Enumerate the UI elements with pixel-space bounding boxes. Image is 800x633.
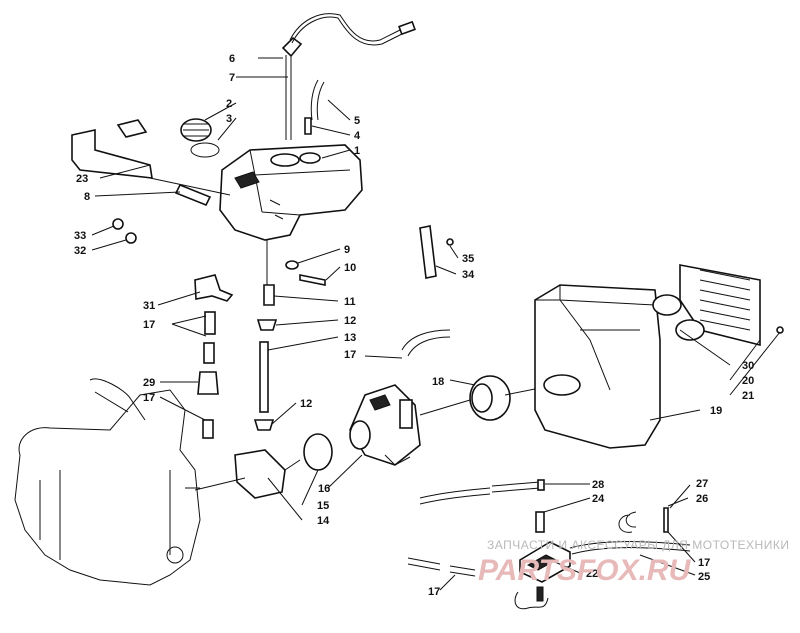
callout-5: 5	[354, 115, 360, 127]
banjo-fitting	[263, 284, 275, 306]
hose-clamp	[304, 117, 312, 135]
fuel-line	[407, 557, 441, 571]
watermark: ЗАПЧАСТИ И АКСЕССУАРЫ ДЛЯ МОТОТЕХНИКИ PA…	[478, 538, 789, 587]
bolt	[174, 183, 212, 207]
callout-19: 19	[710, 405, 722, 417]
callout-4: 4	[354, 130, 361, 142]
callout-2: 2	[226, 98, 232, 110]
oil-tank	[219, 144, 363, 241]
air-silencer	[534, 284, 661, 449]
callout-8: 8	[84, 191, 90, 203]
tank-strap	[419, 225, 437, 279]
callout-25: 25	[698, 571, 710, 583]
watermark-logo: PARTSFOX.RU	[478, 554, 692, 587]
screw-washer	[285, 260, 299, 270]
callout-7: 7	[229, 72, 235, 84]
hose-fitting	[537, 479, 545, 491]
callout-3: 3	[226, 113, 232, 125]
nut	[112, 218, 124, 230]
fuel-hose-segment	[204, 311, 216, 335]
strap-screw	[446, 238, 454, 246]
filler-cap	[180, 118, 220, 158]
fuel-hose-segment	[203, 342, 215, 364]
leader-lines	[91, 57, 781, 591]
mounting-bracket	[71, 119, 231, 196]
callout-34: 34	[462, 269, 475, 281]
callout-15: 15	[317, 500, 329, 512]
intake-tubes	[652, 264, 784, 347]
carburetor	[349, 384, 421, 466]
callout-26: 26	[696, 493, 708, 505]
callout-23: 23	[76, 173, 88, 185]
callout-17: 17	[344, 349, 356, 361]
oil-line	[259, 341, 269, 413]
clamp	[256, 319, 278, 331]
tee-fitting	[194, 274, 234, 302]
callout-17: 17	[428, 586, 440, 598]
intake-flange	[234, 449, 286, 499]
callout-17: 17	[143, 392, 155, 404]
callout-11: 11	[344, 296, 356, 308]
callout-33: 33	[74, 230, 86, 242]
callout-12: 12	[300, 398, 312, 410]
callout-35: 35	[462, 253, 474, 265]
callout-labels: 6 7 2 3 5 4 1 23 8 33 32 9 10 35 34 31 1…	[74, 53, 754, 598]
callout-10: 10	[344, 262, 356, 274]
screw	[299, 274, 326, 286]
callout-17: 17	[698, 557, 710, 569]
callout-18: 18	[432, 376, 444, 388]
washer	[125, 232, 137, 244]
vent-hose	[310, 79, 325, 121]
fuel-filter	[197, 371, 219, 395]
callout-1: 1	[354, 145, 360, 157]
engine-outline	[14, 378, 201, 586]
vent-hose	[401, 329, 451, 357]
air-intake-boot	[469, 375, 511, 421]
clamp	[253, 419, 275, 431]
pulse-hose-loop	[618, 511, 637, 533]
tie-strap	[663, 507, 669, 533]
callout-32: 32	[74, 245, 86, 257]
callout-30: 30	[742, 360, 754, 372]
carb-clamp	[303, 433, 333, 471]
callout-22: 22	[586, 568, 598, 580]
watermark-caption: ЗАПЧАСТИ И АКСЕССУАРЫ ДЛЯ МОТОТЕХНИКИ	[487, 538, 789, 552]
gauge-sender-cable	[281, 13, 416, 140]
pulse-line	[569, 541, 691, 555]
fuel-line	[449, 565, 476, 577]
callout-28: 28	[592, 479, 604, 491]
callout-14: 14	[317, 515, 330, 527]
callout-31: 31	[143, 300, 155, 312]
callout-6: 6	[229, 53, 235, 65]
callout-24: 24	[592, 493, 605, 505]
callout-27: 27	[696, 478, 708, 490]
fuel-hose-segment	[202, 419, 214, 439]
callout-29: 29	[143, 377, 155, 389]
fuel-pump	[514, 511, 571, 610]
callout-12: 12	[344, 315, 356, 327]
callout-17: 17	[143, 319, 155, 331]
callout-16: 16	[318, 483, 330, 495]
fuel-line	[491, 481, 541, 493]
callout-20: 20	[742, 375, 754, 387]
fuel-line	[419, 487, 491, 505]
callout-13: 13	[344, 332, 356, 344]
callout-9: 9	[344, 244, 350, 256]
callout-21: 21	[742, 390, 754, 402]
